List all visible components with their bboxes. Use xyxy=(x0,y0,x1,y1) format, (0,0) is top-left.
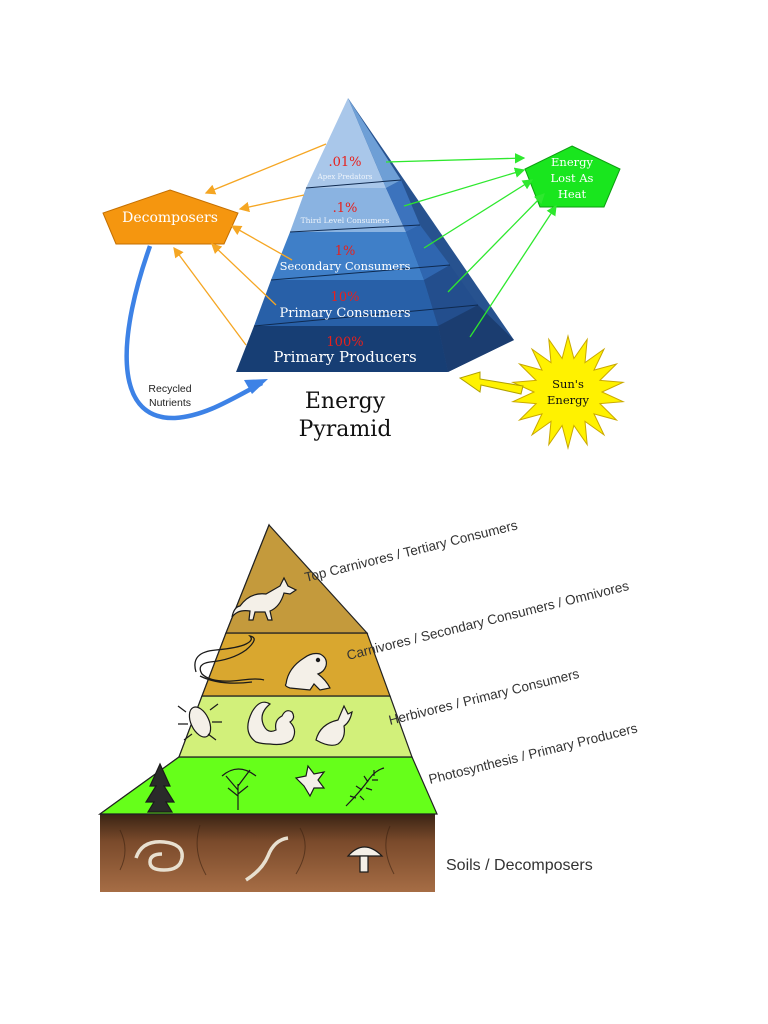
level-5-name: Primary Producers xyxy=(273,348,416,366)
mushroom-icon xyxy=(346,846,384,873)
heat-label-line3: Heat xyxy=(558,187,587,201)
recycled-label-line2: Nutrients xyxy=(149,397,191,409)
deciduous-tree-icon xyxy=(221,768,257,810)
recycled-nutrients-arrow xyxy=(124,245,268,421)
fern-icon xyxy=(345,767,385,807)
label-producers: Photosynthesis / Primary Producers xyxy=(427,720,639,787)
decomposers-node: Decomposers xyxy=(102,189,239,245)
decomposers-label: Decomposers xyxy=(122,210,218,226)
heat-label-line1: Energy xyxy=(551,155,593,169)
pyramid-level-4 xyxy=(254,280,438,326)
level-4-percent: 10% xyxy=(331,290,360,305)
decomposer-arrows xyxy=(173,143,327,346)
worm-icon xyxy=(245,836,289,882)
level-3-name: Secondary Consumers xyxy=(280,259,411,273)
label-herbivores: Herbivores / Primary Consumers xyxy=(387,666,581,728)
fox-icon xyxy=(231,576,298,621)
sun-node: Sun's Energy xyxy=(510,334,626,450)
label-soils: Soils / Decomposers xyxy=(446,857,593,874)
energy-pyramid: .01% Apex Predators .1% Third Level Cons… xyxy=(236,98,514,442)
level-2-percent: .1% xyxy=(333,201,358,216)
frog-icon xyxy=(284,652,331,691)
level-4-name: Primary Consumers xyxy=(280,306,411,321)
energy-pyramid-title-line2: Pyramid xyxy=(299,417,392,442)
heat-loss-node: Energy Lost As Heat xyxy=(524,145,621,208)
recycled-label-line1: Recycled xyxy=(148,383,191,395)
squirrel-icon xyxy=(247,701,296,746)
pyramid-level-3 xyxy=(271,232,424,280)
heat-loss-arrows xyxy=(385,153,557,338)
label-carnivores: Carnivores / Secondary Consumers / Omniv… xyxy=(345,578,631,663)
level-1-percent: .01% xyxy=(328,155,361,170)
worm-coil-icon xyxy=(134,840,184,872)
heat-label-line2: Lost As xyxy=(551,171,594,185)
herbivore-icon xyxy=(315,704,353,746)
label-top-carnivores: Top Carnivores / Tertiary Consumers xyxy=(303,517,519,585)
conifer-tree-icon xyxy=(144,762,176,813)
flower-icon xyxy=(294,764,326,798)
pyramid-level-2 xyxy=(290,188,406,232)
level-2-name: Third Level Consumers xyxy=(301,216,390,225)
snake-icon xyxy=(194,634,265,684)
level-5-percent: 100% xyxy=(326,335,363,350)
trophic-pyramid: Top Carnivores / Tertiary Consumers Carn… xyxy=(98,517,639,892)
beetle-icon xyxy=(177,703,222,741)
sun-label-line2: Energy xyxy=(547,393,589,407)
pyramid-level-5 xyxy=(236,326,448,372)
pyramid-level-1 xyxy=(306,98,386,188)
level-3-percent: 1% xyxy=(335,244,356,259)
level-1-name: Apex Predators xyxy=(317,173,373,181)
energy-pyramid-title-line1: Energy xyxy=(305,389,386,414)
sun-label-line1: Sun's xyxy=(552,377,584,391)
sun-energy-arrow xyxy=(458,371,524,395)
